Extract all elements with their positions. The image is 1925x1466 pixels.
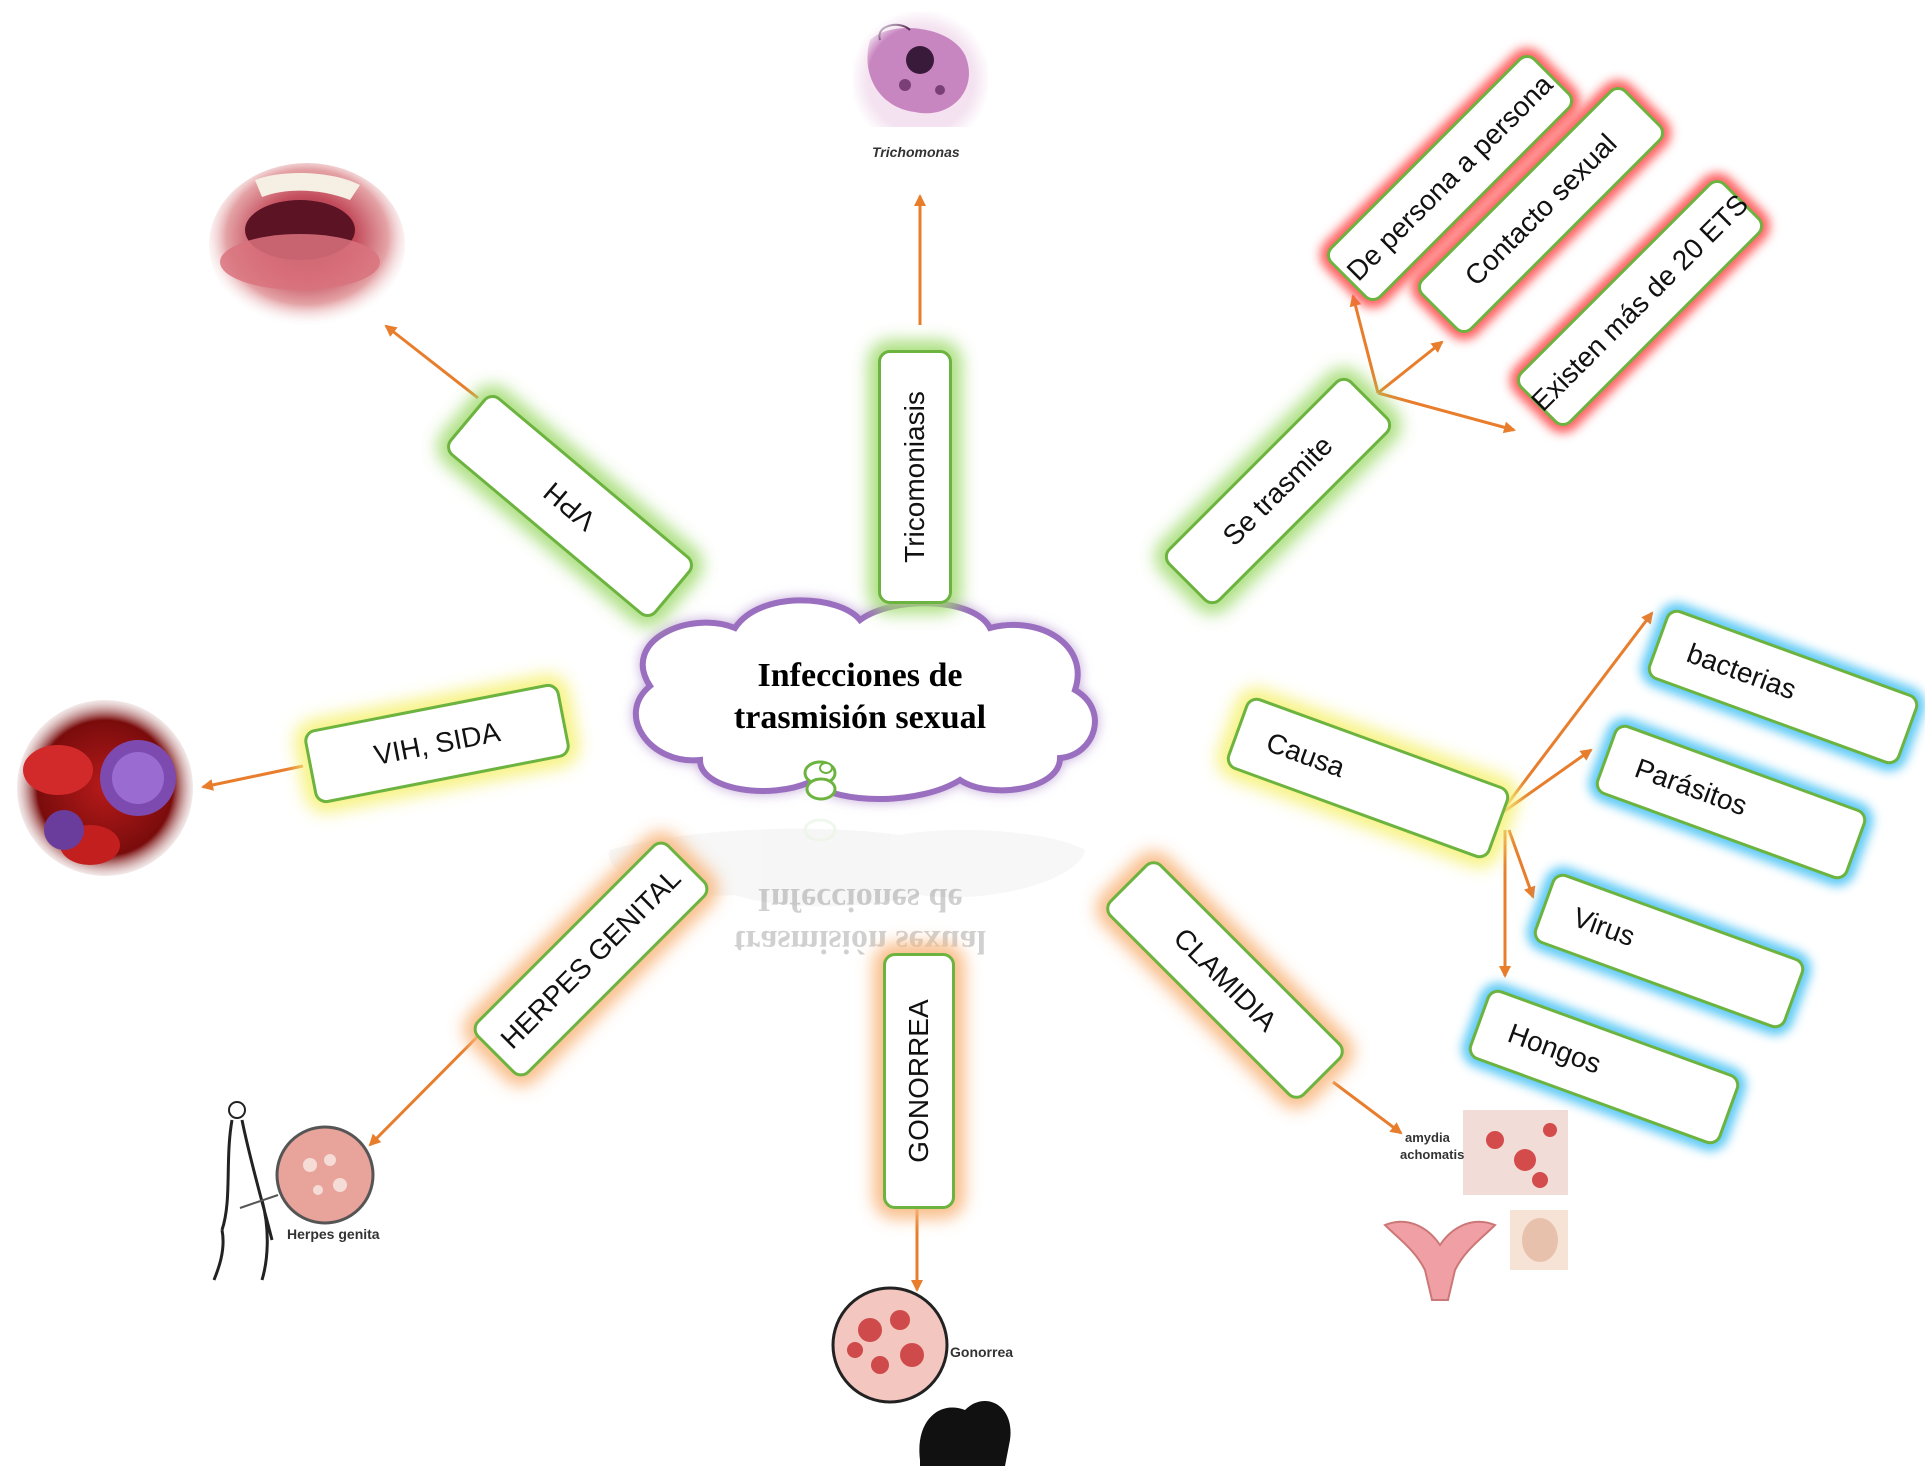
arrow-transmission-2 [1377,340,1444,395]
caption-chlamydia-2: achomatis [1400,1147,1465,1162]
bacteria-image [831,1286,1011,1466]
arrow-herpes [368,1021,493,1147]
uterus-image [1383,1110,1568,1301]
caption-herpes: Herpes genita [287,1226,380,1242]
node-causa-label: Causa [1262,726,1349,784]
node-cause-hongos-label: Hongos [1503,1017,1606,1080]
arrow-vph [384,324,479,400]
arrow-cause-bacterias [1497,611,1654,816]
arrow-transmission-3 [1377,391,1516,434]
arrow-transmission-1 [1349,294,1380,394]
caption-gonorrea: Gonorrea [950,1344,1014,1360]
caption-trichomonas: Trichomonas [872,144,960,160]
central-title-reflection: trasmisión sexual Infecciones de [645,878,1075,962]
central-title-reflection-line2: trasmisión sexual [733,923,987,960]
node-vih-label: VIH, SIDA [371,715,503,771]
mouth-photo [209,163,405,327]
node-cause-bacterias-label: bacterias [1682,637,1801,706]
arrow-clamidia [1332,1080,1403,1135]
central-title-reflection-line1: Infecciones de [757,881,963,918]
central-cloud [632,597,1098,802]
node-vph-label: VPH [537,476,602,537]
cloud-reflection [609,818,1085,907]
node-tricomoniasis: Tricomoniasis [878,350,952,604]
central-title-line1: Infecciones de [757,657,963,694]
micrograph-image [853,12,988,147]
central-title-line2: trasmisión sexual [733,699,987,736]
arrow-cause-virus [1507,829,1536,899]
caption-chlamydia-1: amydia [1405,1130,1450,1145]
arrow-cause-parasitos [1498,748,1593,817]
blood-cells-image [17,700,193,876]
node-cause-virus-label: Virus [1568,901,1640,953]
node-tricomoniasis-label: Tricomoniasis [899,391,930,563]
node-gonorrea-label: GONORREA [903,999,934,1163]
node-gonorrea: GONORREA [883,953,955,1209]
arrow-vih [201,764,304,791]
body-skin-image [212,1101,375,1281]
central-title: Infecciones de trasmisión sexual [645,655,1075,739]
